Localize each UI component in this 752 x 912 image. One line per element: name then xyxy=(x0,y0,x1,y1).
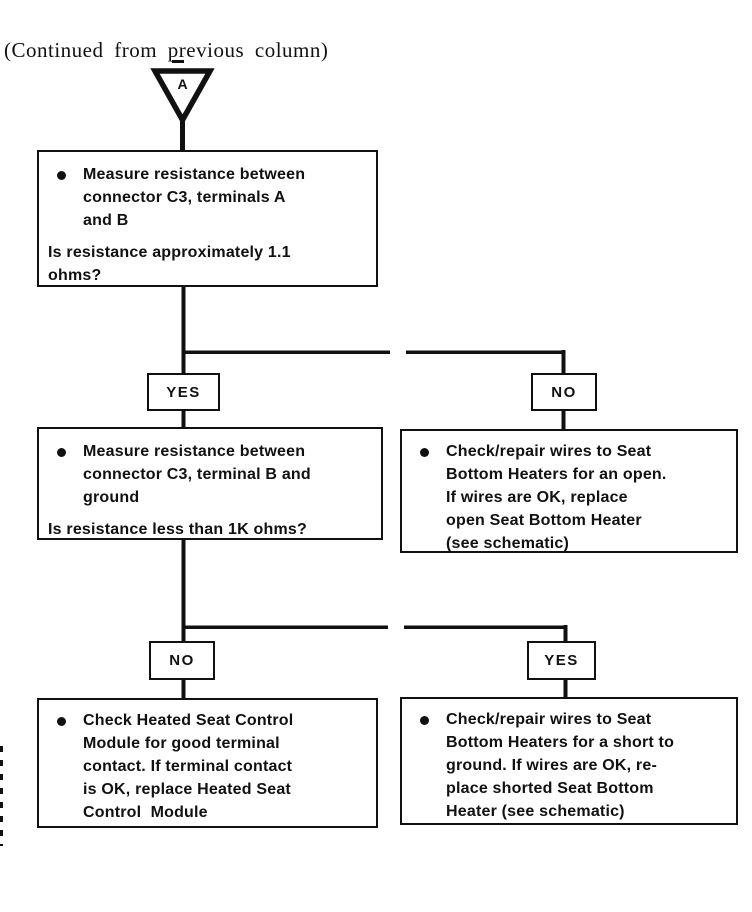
step-instruction: Measure resistance between connector C3,… xyxy=(83,166,306,229)
step-question: Is resistance less than 1K ohms? xyxy=(48,521,307,538)
step-instruction: Measure resistance between connector C3,… xyxy=(83,443,311,506)
scan-mark xyxy=(172,60,184,63)
step-box-measure-terminal-b-ground: Measure resistance between connector C3,… xyxy=(37,427,383,540)
action-instruction: Check Heated Seat Control Module for goo… xyxy=(83,712,294,821)
branch1-no-label: NO xyxy=(531,373,597,411)
branch2-yes-label: YES xyxy=(527,641,596,680)
step-question: Is resistance approximately 1.1 ohms? xyxy=(48,244,291,284)
action-instruction: Check/repair wires to Seat Bottom Heater… xyxy=(446,443,667,552)
branch1-yes-label: YES xyxy=(147,373,220,411)
continued-note: (Continued from previous column) xyxy=(4,38,329,62)
branch2-no-label: NO xyxy=(149,641,215,680)
action-box-check-control-module: Check Heated Seat Control Module for goo… xyxy=(37,698,378,828)
step-box-measure-terminals-a-b: Measure resistance between connector C3,… xyxy=(37,150,378,287)
scan-artifact xyxy=(0,746,3,846)
bullet-icon xyxy=(57,717,66,726)
bullet-icon xyxy=(57,448,66,457)
bullet-icon xyxy=(57,171,66,180)
action-instruction: Check/repair wires to Seat Bottom Heater… xyxy=(446,711,675,820)
action-box-repair-open-heater: Check/repair wires to Seat Bottom Heater… xyxy=(400,429,738,553)
action-box-repair-shorted-heater: Check/repair wires to Seat Bottom Heater… xyxy=(400,697,738,825)
connector-a-label: A xyxy=(177,76,188,92)
bullet-icon xyxy=(420,716,429,725)
bullet-icon xyxy=(420,448,429,457)
